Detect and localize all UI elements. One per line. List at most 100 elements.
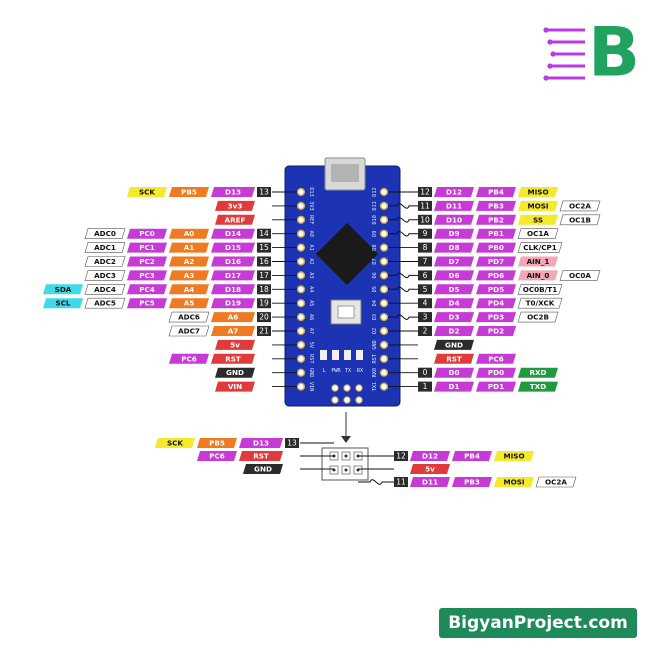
board-led-label-2: TX	[345, 368, 352, 374]
icsp-left-row-label-0-0-text: SCK	[167, 439, 183, 448]
right-row-num-0-box	[418, 187, 432, 197]
icsp-left-row-label-0-2-bg	[239, 438, 283, 448]
left-row-label-8-0: SCL	[43, 298, 83, 309]
left-row-label-8-1: ADC5	[84, 297, 126, 309]
left-row-label-3-3: D14	[211, 228, 255, 239]
right-row-num-14-text: 1	[423, 382, 428, 391]
left-row-label-2-0-bg	[215, 214, 255, 225]
right-row-label-8-1-text: PD4	[488, 299, 504, 308]
left-row-label-5-3: D16	[211, 256, 255, 267]
board-left-pin-12	[296, 354, 306, 363]
icsp-right-row-label-2-0: D11	[410, 477, 450, 487]
left-row-label-8-3-text: A5	[184, 299, 195, 308]
board-left-pin-3	[296, 229, 306, 238]
icsp-left-row-label-1-1-text: RST	[253, 452, 269, 461]
left-row-label-6-0-bg	[84, 270, 126, 281]
icsp-arrow-head	[341, 436, 351, 443]
board-icsp-pin-0-2	[355, 384, 363, 392]
left-row-label-10-0-bg	[168, 325, 210, 337]
right-row-label-4-0: D8	[434, 242, 474, 253]
right-row-label-13-0: D0	[434, 367, 474, 378]
left-row-label-0-0-bg	[127, 187, 167, 197]
left-row-label-7-3-text: A4	[184, 285, 195, 294]
left-row-label-8-1-text: ADC5	[94, 299, 116, 308]
left-row-label-12-0: PC6	[169, 353, 209, 364]
right-row-num-9: 3	[418, 312, 432, 323]
right-row-label-13-1-bg	[476, 367, 516, 378]
left-row-label-5-1: PC2	[127, 256, 167, 267]
left-row-label-7-2-bg	[127, 284, 167, 295]
icsp-right-row-label-0-2-bg	[494, 451, 534, 461]
left-row-label-4-2-text: A1	[184, 243, 195, 252]
right-row-label-3-2: OC1A	[517, 228, 559, 239]
right-row-label-5-2: AIN_1	[518, 256, 558, 267]
board-left-pin-6	[296, 271, 306, 280]
right-row-label-7-2: OC0B/T1	[517, 283, 563, 295]
left-row-num-3-text: 14	[259, 229, 269, 238]
left-row-label-10-0: ADC7	[168, 325, 210, 337]
left-row-label-5-2: A2	[169, 256, 209, 267]
board-led-label-1: PWR	[331, 368, 341, 374]
right-row-label-10-1-text: PD2	[488, 327, 504, 336]
right-row-num-4: 8	[418, 242, 432, 253]
right-row-label-8-0-bg	[434, 298, 474, 309]
left-row-label-5-1-bg	[127, 256, 167, 267]
right-row-line-2	[388, 217, 418, 223]
right-row-num-5-text: 7	[423, 257, 428, 266]
right-row-label-12-0-text: RST	[446, 354, 462, 363]
left-row-label-13-0-text: GND	[226, 368, 244, 377]
icsp-left-row-label-0-1-bg	[197, 438, 237, 448]
right-row-num-1-text: 11	[420, 201, 430, 210]
left-row-label-5-3-bg	[211, 256, 255, 267]
left-row-num-3-box	[257, 228, 271, 239]
left-row-label-8-3: A5	[169, 298, 209, 309]
board-led-label-0: L	[322, 368, 325, 374]
icsp-left-row-label-1-1-bg	[239, 451, 283, 461]
right-row-label-12-0-bg	[434, 353, 474, 364]
right-row-label-3-0: D9	[434, 228, 474, 239]
left-row-label-7-0-text: SDA	[55, 285, 72, 294]
left-row-label-7-2-text: PC4	[139, 285, 155, 294]
left-row-label-6-3-bg	[211, 270, 255, 281]
left-row-num-4: 15	[257, 242, 271, 253]
icsp-right-row-label-2-3-text: OC2A	[545, 478, 567, 487]
icsp-right-row-label-2-3-bg	[535, 476, 577, 488]
right-row-label-2-1-text: PB2	[488, 215, 504, 224]
right-row-label-1-1-text: PB3	[488, 201, 504, 210]
left-row-label-8-1-bg	[84, 297, 126, 309]
right-row-num-13: 0	[418, 367, 432, 378]
right-row-num-9-text: 3	[423, 313, 428, 322]
right-row-label-2-1-bg	[476, 214, 516, 225]
left-pin-labels: 13D13PB5SCK3v3AREF14D14A0PC0ADC015D15A1P…	[43, 187, 297, 392]
board-icsp-pin-0-0	[331, 384, 339, 392]
right-row-label-9-0-text: D3	[449, 313, 460, 322]
right-row-label-6-1-text: PD6	[488, 271, 504, 280]
board-right-silk-5: D7	[372, 258, 378, 264]
left-row-label-6-3: D17	[211, 270, 255, 281]
left-row-label-3-0-text: ADC0	[94, 229, 116, 238]
right-row-label-3-0-bg	[434, 228, 474, 239]
right-row-num-6-text: 6	[423, 271, 428, 280]
left-row-label-12-1-text: RST	[225, 354, 241, 363]
icsp-left-row-label-0-2: D13	[239, 438, 283, 448]
icsp-right-row-label-1-0-text: 5v	[425, 465, 435, 474]
right-row-label-5-0-text: D7	[449, 257, 460, 266]
right-row-num-14-box	[418, 381, 432, 392]
right-row-label-8-2-text: T0/XCK	[526, 299, 555, 308]
left-row-num-6-text: 17	[259, 271, 269, 280]
left-row-label-3-1-bg	[127, 228, 167, 239]
board-right-silk-6: D6	[372, 272, 378, 278]
icsp-right-row-label-2-1-bg	[452, 477, 492, 487]
right-row-label-3-0-text: D9	[449, 229, 460, 238]
right-row-label-6-2-bg	[518, 270, 558, 281]
board-right-silk-11: GND	[372, 340, 378, 349]
right-row-label-2-1: PB2	[476, 214, 516, 225]
left-row-label-5-0-text: ADC2	[94, 257, 116, 266]
brand-website-badge[interactable]: BigyanProject.com	[439, 608, 637, 638]
right-row-label-11-0-bg	[434, 339, 474, 350]
icsp-left-row-label-2-0-text: GND	[254, 465, 272, 474]
right-row-label-14-0: D1	[434, 381, 474, 392]
right-row-num-0-text: 12	[420, 188, 430, 197]
left-row-label-6-2-text: A3	[184, 271, 195, 280]
